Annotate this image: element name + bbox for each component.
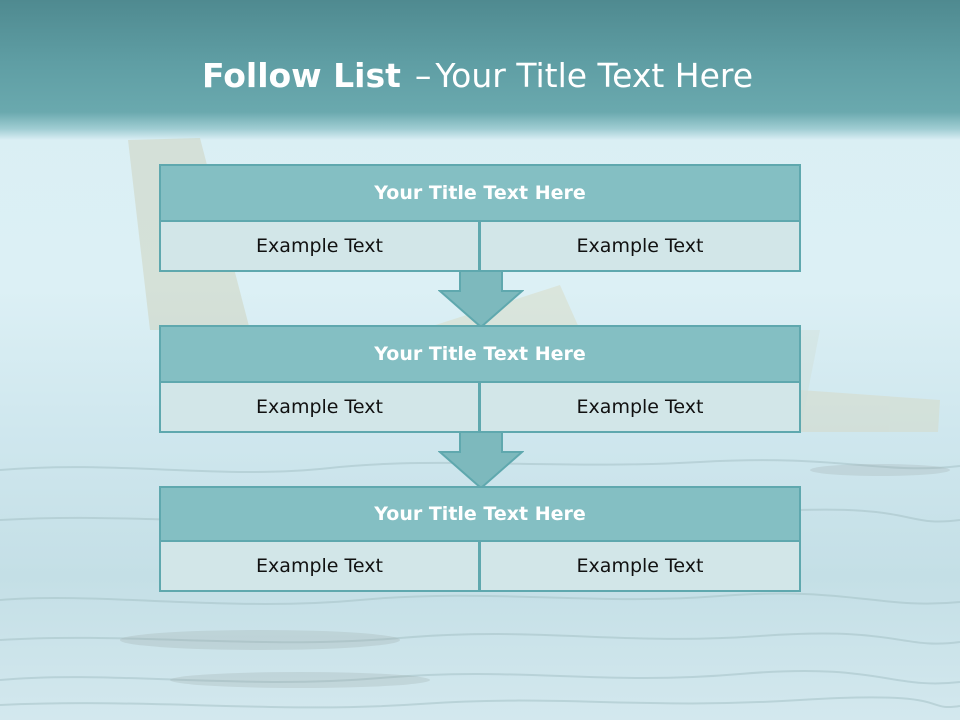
down-arrow-icon [438, 432, 524, 490]
step-title: Your Title Text Here [159, 325, 801, 383]
step-cell-left: Example Text [159, 383, 480, 433]
step-cell-right: Example Text [480, 222, 801, 272]
step-title: Your Title Text Here [159, 486, 801, 542]
step-box-1: Your Title Text Here Example Text Exampl… [159, 164, 801, 272]
step-cell-left: Example Text [159, 222, 480, 272]
step-row: Example Text Example Text [159, 222, 801, 272]
step-box-3: Your Title Text Here Example Text Exampl… [159, 486, 801, 592]
step-row: Example Text Example Text [159, 542, 801, 592]
title-dash: – [414, 56, 432, 95]
down-arrow-icon [438, 271, 524, 329]
step-box-2: Your Title Text Here Example Text Exampl… [159, 325, 801, 433]
title-main: Follow List [202, 56, 401, 95]
step-cell-right: Example Text [480, 383, 801, 433]
title-subtitle: Your Title Text Here [435, 56, 754, 95]
slide-title: Follow List–Your Title Text Here [202, 54, 753, 98]
step-cell-left: Example Text [159, 542, 480, 592]
step-row: Example Text Example Text [159, 383, 801, 433]
header-band [0, 0, 960, 140]
step-title: Your Title Text Here [159, 164, 801, 222]
step-cell-right: Example Text [480, 542, 801, 592]
